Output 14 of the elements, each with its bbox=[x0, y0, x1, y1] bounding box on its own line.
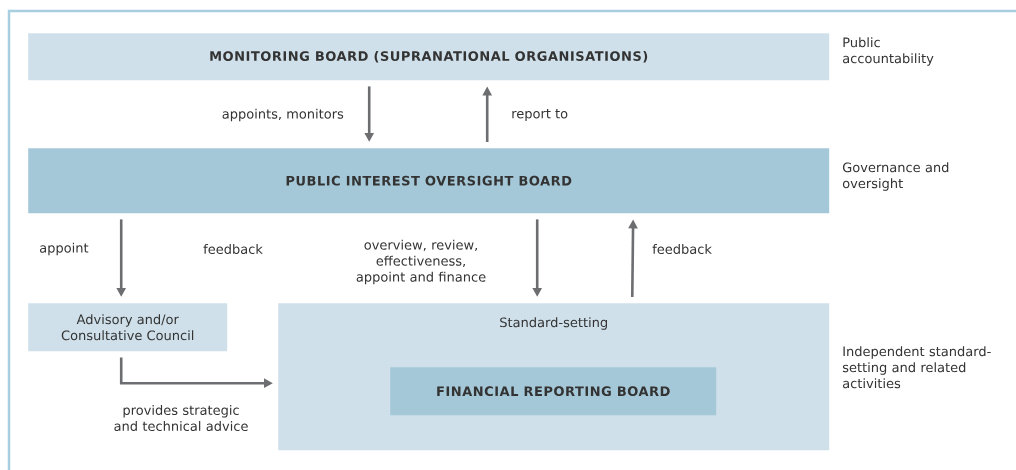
edge-label: overview, review, effectiveness, appoint and finance bbox=[356, 239, 486, 285]
edge-label: provides strategic and technical advice bbox=[114, 404, 248, 432]
level-label: Governance and oversight bbox=[842, 162, 949, 191]
board-box: MONITORING BOARD (SUPRANATIONAL ORGANISATIONS) bbox=[28, 33, 830, 81]
edge-label: report to bbox=[512, 109, 568, 121]
board-box: FINANCIAL REPORTING BOARD bbox=[390, 367, 717, 416]
edge-label: appoint bbox=[40, 242, 89, 256]
edge-label: appoints, monitors bbox=[222, 108, 344, 122]
board-box: PUBLIC INTEREST OVERSIGHT BOARD bbox=[28, 148, 830, 214]
level-label: Independent standard-setting and related activities bbox=[842, 346, 991, 389]
council-box: Advisory and/or Consultative Council bbox=[28, 303, 228, 352]
level-label: Public accountability bbox=[843, 37, 934, 66]
level-label: feedback bbox=[203, 243, 263, 255]
edge-label: feedback bbox=[652, 243, 712, 255]
